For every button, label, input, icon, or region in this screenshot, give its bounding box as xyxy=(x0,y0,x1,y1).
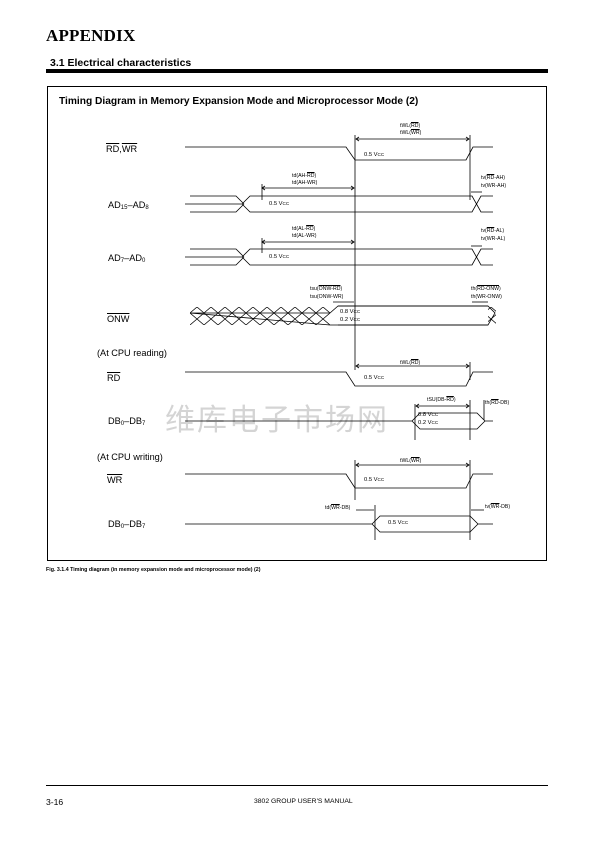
signal-db-write-label: DB0–DB7 xyxy=(108,519,146,530)
wave-rd-wr xyxy=(185,147,493,160)
wave-rd-read xyxy=(185,372,493,386)
header-rule-thin xyxy=(46,69,548,70)
signal-db-read-label: DB0–DB7 xyxy=(108,416,146,427)
param-tv-wr-al: tv(WR-AL) xyxy=(481,236,506,242)
signal-ad-low-label: AD7–AD0 xyxy=(108,253,146,264)
wave-db-write xyxy=(185,516,493,532)
wave-db-read xyxy=(185,413,493,429)
param-td-al-wr: td(AL-WR) xyxy=(292,233,317,239)
section-title: 3.1 Electrical characteristics xyxy=(50,57,192,69)
level-db-write: 0.5 VCC xyxy=(388,520,409,526)
level-onw-low: 0.2 VCC xyxy=(340,317,361,323)
onw-hatch xyxy=(190,307,330,325)
param-twl-rd: tWL(RD) xyxy=(400,123,421,129)
signal-rd-wr-label: RD,WR xyxy=(106,144,138,154)
level-db-read-high: 0.8 VCC xyxy=(418,412,439,418)
figure-caption: Fig. 3.1.4 Timing diagram (in memory exp… xyxy=(46,567,261,573)
appendix-heading: APPENDIX xyxy=(46,26,136,45)
param-td-ah-rd: td(AH-RD) xyxy=(292,173,317,179)
param-twl-wr: tWL(WR) xyxy=(400,130,422,136)
level-rd-read: 0.5 VCC xyxy=(364,375,385,381)
level-wr-write: 0.5 VCC xyxy=(364,477,385,483)
level-db-read-low: 0.2 VCC xyxy=(418,420,439,426)
level-ad-low: 0.5 VCC xyxy=(269,254,290,260)
signal-rd-label: RD xyxy=(107,373,121,383)
cpu-writing-label: (At CPU writing) xyxy=(97,452,163,462)
param-tv-rd-al: tv(RD-AL) xyxy=(481,228,505,234)
param-tv-wr-db: tv(WR-DB) xyxy=(485,504,511,510)
wave-ad-low xyxy=(185,249,493,265)
page-number: 3-16 xyxy=(46,797,64,807)
param-td-al-rd: td(AL-RD) xyxy=(292,226,316,232)
level-rd-wr: 0.5 VCC xyxy=(364,152,385,158)
wave-ad-high xyxy=(185,196,493,212)
footer-rule xyxy=(46,785,548,786)
param-td-wr-db: td(WR-DB) xyxy=(325,505,351,511)
cpu-reading-label: (At CPU reading) xyxy=(97,348,167,358)
param-tsu-onw-wr: tsu(ONW-WR) xyxy=(310,294,344,300)
param-tsu-onw-rd: tsu(ONW-RD) xyxy=(310,286,343,292)
signal-wr-label: WR xyxy=(107,475,123,485)
param-tv-wr-ah: tv(WR-AH) xyxy=(481,183,507,189)
figure-frame xyxy=(47,86,547,561)
param-th-rd-db: th(RD-DB) xyxy=(485,400,510,406)
wave-wr-write xyxy=(185,474,493,488)
param-twl-wr-write: tWL(WR) xyxy=(400,458,422,464)
param-tv-rd-ah: tv(RD-AH) xyxy=(481,175,505,181)
param-th-wr-onw: th(WR-ONW) xyxy=(471,294,502,300)
watermark-text: 维库电子市场网 xyxy=(165,403,389,438)
level-ad-high: 0.5 VCC xyxy=(269,201,290,207)
level-onw-high: 0.8 VCC xyxy=(340,309,361,315)
param-td-ah-wr: td(AH-WR) xyxy=(292,180,318,186)
signal-onw-label: ONW xyxy=(107,314,130,324)
signal-ad-high-label: AD15–AD8 xyxy=(108,200,149,211)
figure-title: Timing Diagram in Memory Expansion Mode … xyxy=(59,96,419,107)
param-tsu-db-rd: tSU(DB-RD) xyxy=(427,397,456,403)
manual-title: 3802 GROUP USER'S MANUAL xyxy=(254,798,353,805)
param-th-rd-onw: th(RD-ONW) xyxy=(471,286,501,292)
param-twl-rd-read: tWL(RD) xyxy=(400,360,421,366)
header-rule-thick xyxy=(46,70,548,73)
